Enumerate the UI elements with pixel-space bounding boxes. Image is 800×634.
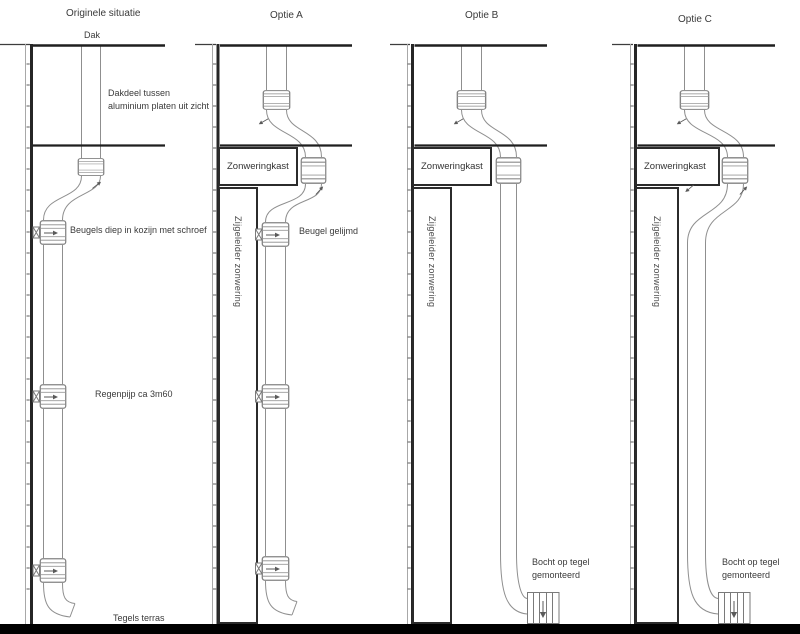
- panel-original-line-art: [0, 43, 165, 624]
- pipe-s-bend: [43, 175, 101, 221]
- panel-original-title: Originele situatie: [66, 8, 141, 19]
- pipe-s-bend-out: [266, 109, 322, 158]
- zonweringkast-box: [635, 147, 720, 186]
- pipe-coupling: [495, 157, 522, 184]
- pipe-run: [265, 247, 286, 384]
- zonweringkast-box: [412, 147, 492, 186]
- bracket-coupling: [32, 558, 67, 583]
- outlet-elbow: [687, 552, 719, 615]
- pipe-s-bend-back: [265, 183, 322, 223]
- label-dakdeel: Dakdeel tussen aluminium platen uit zich…: [108, 88, 210, 111]
- pipe-top-run: [461, 46, 482, 90]
- pipe-coupling: [679, 90, 710, 110]
- pipe-run: [265, 409, 286, 556]
- pipe-run: [500, 184, 517, 553]
- panel-c-title: Optie C: [678, 14, 712, 25]
- wall-ticks: [26, 63, 30, 590]
- wall: [407, 44, 414, 624]
- panel-b-line-art: [390, 43, 560, 624]
- downpipe: [255, 46, 327, 616]
- wall-ticks: [630, 63, 634, 590]
- wall: [630, 44, 637, 624]
- drain-fitting: [718, 592, 751, 624]
- drain-fitting: [527, 592, 560, 624]
- wall-ticks: [213, 63, 217, 590]
- pipe-coupling: [456, 90, 487, 110]
- outlet-elbow: [43, 582, 76, 618]
- bracket-coupling: [32, 384, 67, 409]
- label-tegels-terras: Tegels terras: [113, 613, 165, 623]
- zonweringkast-box: [218, 147, 298, 186]
- pipe-top-run: [81, 46, 101, 158]
- zijgeleider-bar: [412, 187, 452, 624]
- pipe-top-run: [684, 46, 705, 90]
- label-dak: Dak: [84, 30, 101, 40]
- panel-a-title: Optie A: [270, 10, 303, 21]
- pipe-run: [43, 409, 63, 558]
- panel-b-title: Optie B: [465, 10, 499, 21]
- terrace-ground-bar: [0, 624, 800, 634]
- outlet-elbow: [500, 552, 528, 615]
- panel-a-line-art: [195, 43, 352, 624]
- glued-bracket-coupling: [255, 556, 290, 581]
- pipe-run: [43, 245, 63, 384]
- pipe-coupling: [77, 158, 105, 176]
- panel-c-line-art: [612, 43, 775, 624]
- outlet-elbow: [265, 580, 298, 616]
- downpipe: [675, 46, 751, 624]
- pipe-top-run: [266, 46, 287, 90]
- label-beugels: Beugels diep in kozijn met schroef: [70, 225, 207, 235]
- pipe-s-bend-out: [684, 109, 744, 158]
- label-beugel-gelijmd: Beugel gelijmd: [299, 226, 359, 236]
- flow-arrow: [452, 116, 465, 127]
- glued-bracket-coupling: [255, 222, 290, 247]
- wall: [25, 44, 33, 624]
- zijgeleider-bar: [218, 187, 258, 624]
- pipe-coupling: [300, 157, 327, 184]
- wall-ticks: [407, 63, 411, 590]
- zijgeleider-bar: [635, 187, 679, 624]
- flow-arrow: [675, 116, 688, 127]
- glued-bracket-coupling: [255, 384, 290, 409]
- downpipe: [452, 46, 560, 624]
- bracket-coupling: [32, 220, 67, 245]
- pipe-s-bend-out: [461, 109, 517, 158]
- label-regenpijp: Regenpijp ca 3m60: [95, 389, 173, 399]
- flow-arrow: [90, 179, 103, 191]
- flow-arrow: [313, 184, 326, 197]
- pipe-s-bend-back: [687, 183, 744, 244]
- pipe-run: [687, 243, 706, 553]
- wall: [212, 44, 220, 624]
- label-bocht-c: Bocht op tegel gemonteerd: [722, 557, 780, 580]
- pipe-coupling: [262, 90, 291, 110]
- label-bocht-b: Bocht op tegel gemonteerd: [532, 557, 590, 580]
- pipe-coupling: [721, 157, 749, 184]
- flow-arrow: [257, 116, 270, 127]
- downpipe: [32, 46, 105, 618]
